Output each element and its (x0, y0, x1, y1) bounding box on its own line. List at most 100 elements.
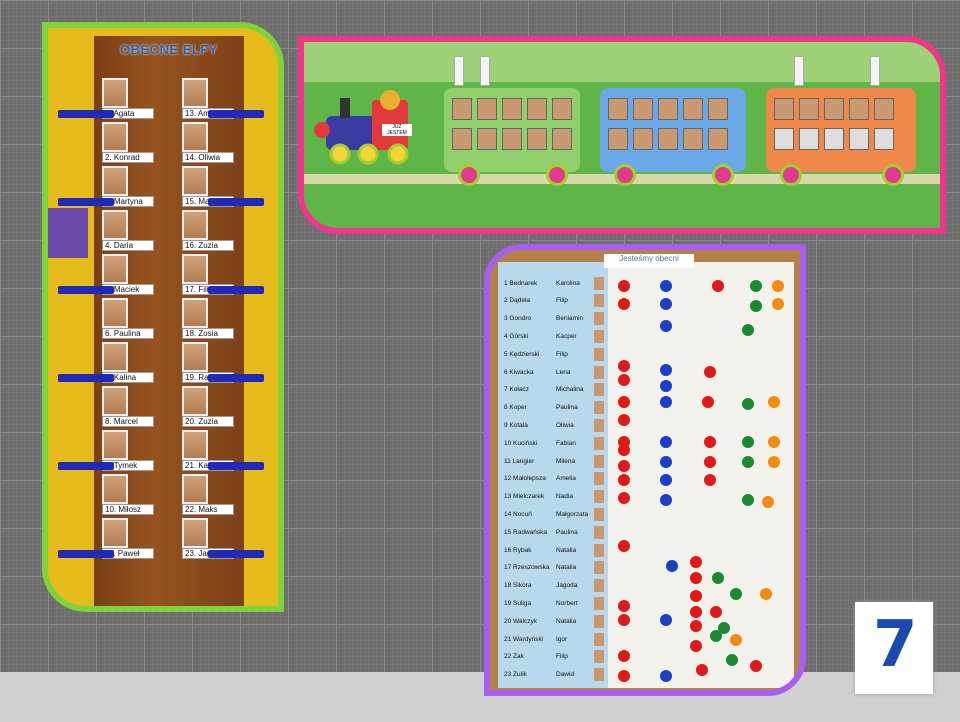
locomotive-icon (314, 90, 409, 165)
train-window-photo (799, 98, 819, 120)
magnet (666, 560, 678, 572)
clothespin-clip (58, 110, 114, 118)
magnet (618, 600, 630, 612)
row-photo (594, 365, 604, 379)
magnet (768, 456, 780, 468)
row-photo (594, 454, 604, 468)
magnet (660, 474, 672, 486)
train-window-photo (658, 98, 678, 120)
row-firstname: Milena (556, 457, 576, 465)
train-window-photo (849, 128, 869, 150)
row-surname: 5 Kędzierski (504, 350, 540, 358)
row-firstname: Filip (556, 297, 568, 305)
magnet (660, 396, 672, 408)
child-card: 18. Zosia (182, 298, 246, 339)
magnet (768, 436, 780, 448)
row-photo (594, 312, 604, 326)
child-card: 3. Martyna (102, 166, 166, 207)
row-photo (594, 347, 604, 361)
child-photo (182, 122, 208, 152)
magnet (660, 380, 672, 392)
row-surname: 9 Kotala (504, 421, 528, 429)
child-photo (182, 78, 208, 108)
magnet (660, 670, 672, 682)
row-firstname: Małgorzata (556, 510, 589, 518)
row-firstname: Oliwia (556, 421, 574, 429)
train-window-photo (502, 98, 522, 120)
clothespin-clip (208, 110, 264, 118)
row-surname: 16 Rybak (504, 546, 532, 554)
train-window-photo (552, 98, 572, 120)
train-window-photo (824, 128, 844, 150)
child-card: 8. Marcel (102, 386, 166, 427)
train-wheel (780, 164, 802, 186)
train-wheel (712, 164, 734, 186)
train-window-photo (633, 128, 653, 150)
child-photo (182, 518, 208, 548)
row-firstname: Filip (556, 653, 568, 661)
train-window-photo (683, 128, 703, 150)
train-window-photo (774, 128, 794, 150)
child-photo (102, 430, 128, 460)
clothespin-clip (58, 550, 114, 558)
row-photo (594, 418, 604, 432)
row-surname: 10 Kuciński (504, 439, 538, 447)
child-photo (182, 254, 208, 284)
child-photo (102, 122, 128, 152)
purple-wall (48, 208, 88, 258)
row-surname: 12 Małolepsza (504, 475, 546, 483)
magnet (618, 540, 630, 552)
row-surname: 13 Mielczarek (504, 493, 545, 501)
child-name-label: 18. Zosia (182, 328, 234, 339)
train-window-photo (799, 128, 819, 150)
child-name-label: 14. Oliwia (182, 152, 234, 163)
child-card: 2. Konrad (102, 122, 166, 163)
child-photo (182, 430, 208, 460)
row-firstname: Amelia (556, 475, 576, 483)
row-photo (594, 579, 604, 593)
row-surname: 3 Gondro (504, 315, 532, 323)
wall-top (304, 42, 940, 82)
train-window-photo (552, 128, 572, 150)
child-name-label: 10. Miłosz (102, 504, 154, 515)
name-tag-clip (870, 56, 880, 86)
row-firstname: Natalia (556, 546, 577, 554)
child-photo (182, 298, 208, 328)
row-firstname: Nadia (556, 493, 573, 501)
clothespin-clip (58, 286, 114, 294)
child-photo (182, 166, 208, 196)
child-photo (182, 474, 208, 504)
magnet (690, 556, 702, 568)
photo-train-board: JUŻ JESTEM (298, 36, 946, 234)
kindergarten-7-logo: 7 (855, 602, 933, 694)
train-window-photo (708, 98, 728, 120)
row-surname: 1 Bednarek (504, 279, 538, 287)
plank-title: OBECNE ELFY (120, 42, 218, 57)
row-photo (594, 401, 604, 415)
train-window-photo (502, 128, 522, 150)
row-firstname: Dawid (556, 671, 575, 679)
child-photo (182, 386, 208, 416)
bottom-strip (0, 672, 960, 722)
magnet (742, 436, 754, 448)
row-surname: 20 Walczyk (504, 617, 537, 625)
row-surname: 14 Nocuń (504, 510, 532, 518)
magnet (712, 280, 724, 292)
magnet (618, 444, 630, 456)
row-firstname: Fabian (556, 439, 576, 447)
magnet (710, 606, 722, 618)
row-surname: 23 Żulik (504, 671, 527, 679)
magnet (690, 620, 702, 632)
child-photo (102, 518, 128, 548)
clothespin-clip (208, 374, 264, 382)
magnet (618, 396, 630, 408)
child-photo (102, 254, 128, 284)
